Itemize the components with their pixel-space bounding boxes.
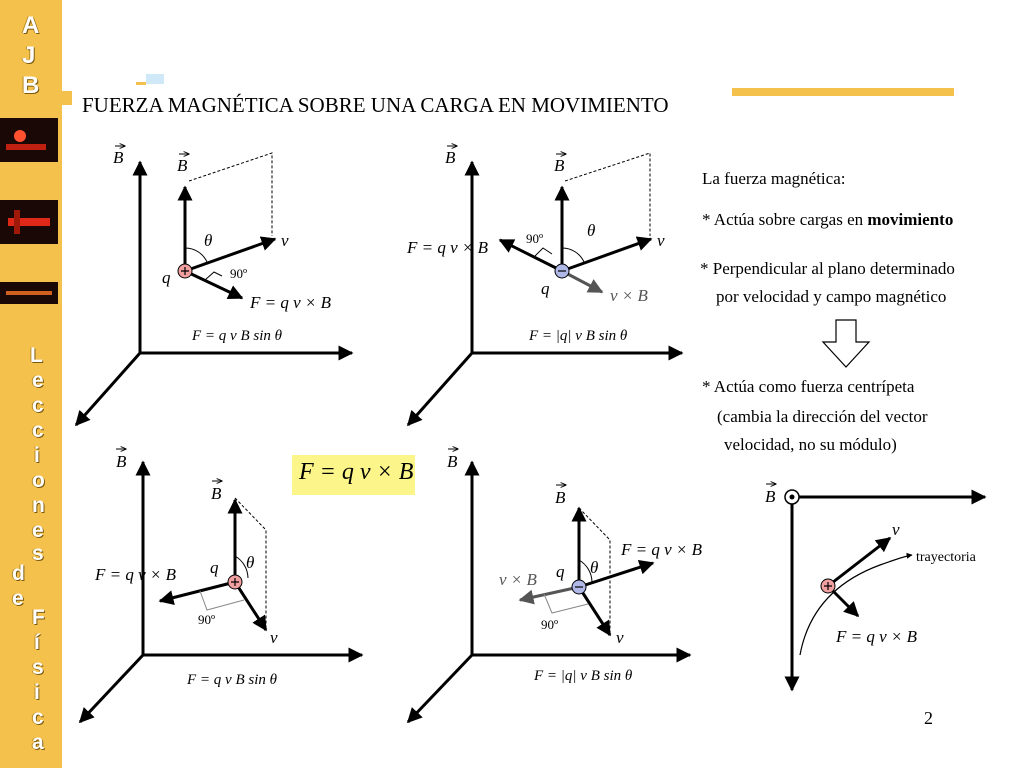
label-theta: θ xyxy=(246,553,255,572)
sidebar-letter: e xyxy=(12,587,24,610)
highlight-formula: F = q v × B xyxy=(299,459,414,485)
notes-bullet-1-bold: movimiento xyxy=(867,210,954,229)
sidebar-letter: i xyxy=(34,444,40,467)
label-v-cross-b: v × B xyxy=(499,570,537,589)
label-f-cross: F = q v × B xyxy=(621,540,703,559)
sidebar-letter: n xyxy=(32,494,45,517)
vector-overarrows xyxy=(115,146,776,485)
label-v: v xyxy=(616,628,624,647)
page-title: FUERZA MAGNÉTICA SOBRE UNA CARGA EN MOVI… xyxy=(82,93,669,117)
notes-bullet-2-line-2: por velocidad y campo magnético xyxy=(716,287,947,306)
notes-bullet-3-line-1: * Actúa como fuerza centrípeta xyxy=(702,377,915,396)
label-q: q xyxy=(162,268,171,287)
notes-bullet-3-line-3: velocidad, no su módulo) xyxy=(724,435,897,454)
sidebar-letter: c xyxy=(32,394,44,417)
diagram-4 xyxy=(406,460,692,724)
sidebar-letter-b: B xyxy=(22,72,40,99)
label-v: v xyxy=(657,231,665,250)
label-f-magnitude-abs: F = |q| v B sin θ xyxy=(534,668,633,684)
sidebar-photo-3 xyxy=(0,282,58,304)
sidebar-letter: F xyxy=(32,606,45,629)
notes-heading: La fuerza magnética: xyxy=(702,169,846,188)
title-accent-dash xyxy=(136,82,146,85)
notes-bullet-3-line-2: (cambia la dirección del vector xyxy=(717,407,928,426)
sidebar-letter: d xyxy=(12,562,25,585)
sidebar: A J B L e c c i o n e s d e F í s i c a xyxy=(0,0,62,768)
sidebar-letter: c xyxy=(32,419,44,442)
label-v-cross-b: v × B xyxy=(610,286,648,305)
label-f-cross: F = q v × B xyxy=(95,565,177,584)
label-v: v xyxy=(892,520,900,539)
sidebar-letter: i xyxy=(34,681,40,704)
label-b-axis: B xyxy=(445,148,456,167)
sidebar-photo-2 xyxy=(0,200,58,244)
notes-bullet-2-line-1: * Perpendicular al plano determinado xyxy=(700,259,955,278)
label-theta: θ xyxy=(204,231,213,250)
sidebar-letter: s xyxy=(32,656,44,679)
title-accent-left xyxy=(62,91,72,105)
label-b: B xyxy=(211,484,222,503)
label-v: v xyxy=(281,231,289,250)
label-v: v xyxy=(270,628,278,647)
diagram-1 xyxy=(74,152,354,427)
label-theta: θ xyxy=(587,221,596,240)
highlight-formula-box xyxy=(292,455,415,495)
sidebar-letter: e xyxy=(32,519,44,542)
sidebar-letter: a xyxy=(32,731,44,754)
sidebar-letter: c xyxy=(32,706,44,729)
axis-y xyxy=(74,352,142,427)
diagram-5 xyxy=(784,489,987,692)
label-f-magnitude-abs: F = |q| v B sin θ xyxy=(529,328,628,344)
title-bar-right xyxy=(732,88,954,96)
right-angle-mark xyxy=(204,271,223,281)
sidebar-letter: í xyxy=(34,631,40,654)
v-vector xyxy=(184,236,277,273)
page-number: 2 xyxy=(924,708,933,728)
label-f-cross: F = q v × B xyxy=(407,238,489,257)
sidebar-letter: s xyxy=(32,542,44,565)
sidebar-letter-a: A xyxy=(22,12,40,39)
label-90: 90º xyxy=(198,612,216,627)
label-theta: θ xyxy=(590,558,599,577)
label-b-axis: B xyxy=(116,452,127,471)
f-vector xyxy=(184,269,244,300)
label-trajectory: trayectoria xyxy=(916,550,976,565)
label-f-cross: F = q v × B xyxy=(250,293,332,312)
sidebar-letter-j: J xyxy=(22,42,36,69)
sidebar-photo-1 xyxy=(0,118,58,162)
plane-dashed xyxy=(188,152,273,236)
label-b: B xyxy=(765,487,776,506)
diagram-2 xyxy=(406,152,684,427)
label-f-magnitude: F = q v B sin θ xyxy=(187,672,277,688)
label-q: q xyxy=(541,279,550,298)
sidebar-letter: L xyxy=(30,344,43,367)
notes-bullet-1-text: * Actúa sobre cargas en xyxy=(702,210,868,229)
label-f-magnitude: F = q v B sin θ xyxy=(192,328,282,344)
title-accent-top xyxy=(146,74,164,84)
label-b: B xyxy=(555,488,566,507)
trajectory-curve xyxy=(799,552,913,656)
theta-arc xyxy=(184,247,208,263)
label-b-axis: B xyxy=(113,148,124,167)
label-b: B xyxy=(554,156,565,175)
label-q: q xyxy=(210,558,219,577)
notes-bullet-1: * Actúa sobre cargas en movimiento xyxy=(702,210,953,230)
label-b-axis: B xyxy=(447,452,458,471)
label-b: B xyxy=(177,156,188,175)
label-q: q xyxy=(556,562,565,581)
sidebar-letter: o xyxy=(32,469,45,492)
diagram-3 xyxy=(78,460,364,724)
label-90: 90º xyxy=(230,266,248,281)
sidebar-letter: e xyxy=(32,369,44,392)
down-arrow-icon xyxy=(821,319,871,368)
label-f-cross: F = q v × B xyxy=(836,627,918,646)
label-90: 90º xyxy=(526,231,544,246)
label-90: 90º xyxy=(541,617,559,632)
